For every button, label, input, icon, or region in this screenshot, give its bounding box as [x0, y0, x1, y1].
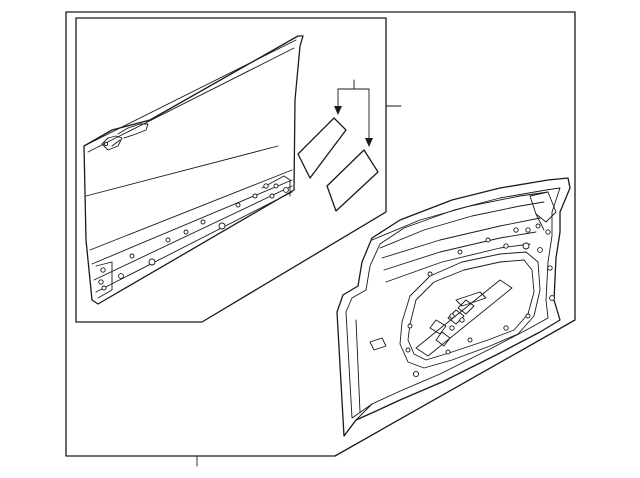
- door-shell-assembly: [336, 177, 571, 437]
- pad-arrow-bracket: [334, 79, 373, 147]
- assembly-frame: [65, 11, 576, 457]
- inset-box: [75, 17, 387, 323]
- outer-door-panel: [83, 35, 304, 305]
- adhesive-pad-lower: [326, 149, 379, 212]
- adhesive-pad-upper: [297, 117, 347, 179]
- arrow-head-upper: [334, 106, 342, 115]
- arrow-head-lower: [365, 138, 373, 147]
